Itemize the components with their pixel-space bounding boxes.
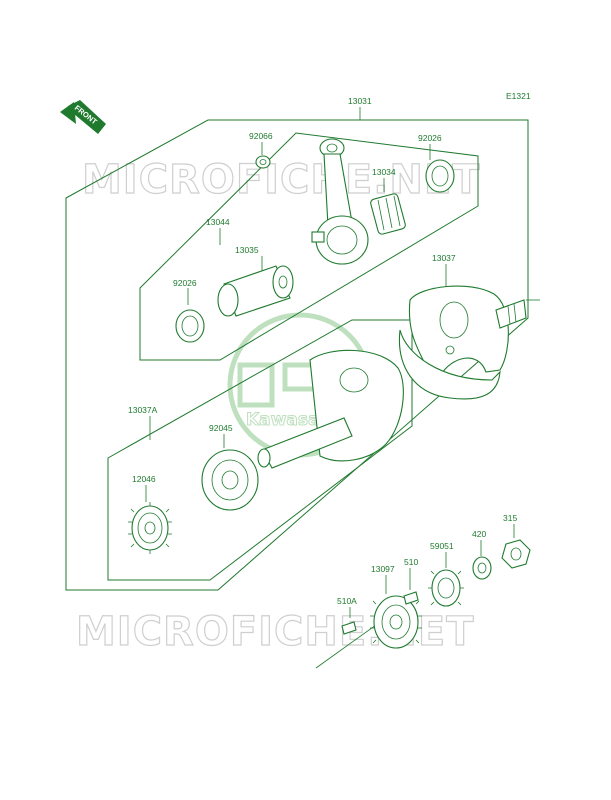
part-92026-washer-top [425,159,455,193]
part-13037-crank-half-right [398,285,527,400]
crankshaft-assembly-frame [65,119,529,591]
part-92026-washer-left [175,309,205,343]
label-92026-top: 92026 [418,133,442,143]
part-510A-key [341,621,357,635]
part-13097-gear [370,595,422,649]
part-315-nut [501,539,531,569]
diagram-code: E1321 [506,91,531,101]
watermark-top: MICROFICHE.NET [81,156,481,203]
part-13035-crank-pin [217,265,294,317]
label-420: 420 [472,529,486,539]
part-12046-gear [128,502,172,554]
part-59051-gear [428,569,464,607]
label-13037: 13037 [432,253,456,263]
label-510: 510 [404,557,418,567]
part-92066-bushing [255,155,271,169]
part-13037A-crank-half-left [257,349,404,469]
part-13034-needle-bearing [370,193,406,235]
label-13037A: 13037A [128,405,158,415]
label-59051: 59051 [430,541,454,551]
logo-text: Kawasaki [246,410,337,430]
part-labels: 13031 92066 92026 13034 13044 13035 9202… [128,96,517,606]
label-315: 315 [503,513,517,523]
label-92026-left: 92026 [173,278,197,288]
label-13034: 13034 [372,167,396,177]
part-510-key [403,591,419,605]
label-13035: 13035 [235,245,259,255]
label-92066: 92066 [249,131,273,141]
front-arrow-icon: FRONT [60,100,106,134]
label-13031: 13031 [348,96,372,106]
label-13097: 13097 [371,564,395,574]
label-12046: 12046 [132,474,156,484]
part-92045-ball-bearing [201,449,259,511]
leader-lines [145,107,540,669]
crank-half-frame [107,319,413,581]
part-13031-connecting-rod [311,138,369,265]
part-420-washer [472,556,492,580]
label-92045: 92045 [209,423,233,433]
watermark-text-top: MICROFICHE.NET [82,157,481,203]
label-13044: 13044 [206,217,230,227]
label-510A: 510A [337,596,357,606]
connecting-rod-frame [139,132,479,361]
